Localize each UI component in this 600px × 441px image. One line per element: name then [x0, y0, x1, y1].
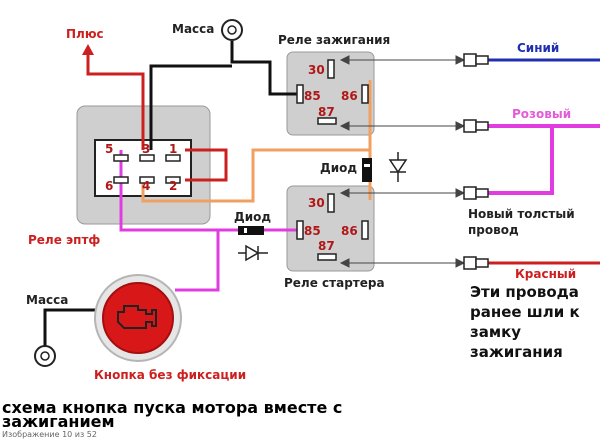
- start-button[interactable]: [102, 282, 174, 354]
- pin-label: 3: [142, 142, 150, 156]
- label-wire-blue: Синий: [517, 41, 559, 55]
- note-line-3: замку: [470, 323, 521, 341]
- wire-pink-right: [488, 124, 554, 195]
- wire-pink-button: [175, 230, 220, 292]
- image-caption-subtitle: Изображение 10 из 52: [2, 430, 97, 439]
- wire-black-pin3: [149, 64, 232, 150]
- note-line-1: Эти провода: [470, 283, 579, 301]
- image-caption-title[interactable]: схема кнопка пуска мотора вместе с зажиг…: [2, 398, 343, 431]
- engine-icon: [117, 305, 157, 329]
- arrow-group: [339, 55, 466, 268]
- label-relay-starter: Реле стартера: [284, 276, 385, 290]
- pin-label: 5: [105, 142, 113, 156]
- label-relay-eptf: Реле эптф: [28, 233, 100, 247]
- label-massa-left: Масса: [26, 293, 68, 307]
- label-diode-lower: Диод: [234, 210, 271, 224]
- wire-red-pin1: [185, 148, 228, 160]
- pin-label: 85: [304, 224, 321, 238]
- pin-label: 6: [105, 179, 113, 193]
- label-plus: Плюс: [66, 27, 104, 41]
- pin-label: 85: [304, 89, 321, 103]
- wire-orange: [141, 108, 372, 203]
- wire-red-pin2: [185, 160, 228, 182]
- label-wire-new-2: провод: [468, 223, 519, 237]
- plus-arrow-icon: [82, 44, 94, 55]
- note-line-4: зажигания: [470, 343, 563, 361]
- label-wire-red: Красный: [515, 267, 576, 281]
- label-relay-ignition: Реле зажигания: [278, 33, 390, 47]
- relay-ignition-pins: [296, 59, 369, 125]
- pin-label: 30: [308, 63, 325, 77]
- pin-label: 86: [341, 224, 358, 238]
- diode-lower-icon: [238, 226, 264, 235]
- label-wire-pink: Розовый: [512, 107, 571, 121]
- pin-label: 30: [308, 196, 325, 210]
- pin-label: 86: [341, 89, 358, 103]
- diode-symbol-upper-icon: [388, 152, 408, 182]
- label-diode-upper: Диод: [320, 161, 357, 175]
- label-massa-top: Масса: [172, 22, 214, 36]
- connector-plug-icon: [463, 53, 489, 270]
- wire-plus-red: [86, 53, 145, 150]
- pin-label: 2: [169, 179, 177, 193]
- label-button: Кнопка без фиксации: [94, 368, 246, 382]
- wire-massa-left: [43, 308, 100, 346]
- relay-eptf-pins: [113, 154, 181, 184]
- pin-label: 87: [318, 105, 335, 119]
- diode-symbol-lower-icon: [238, 244, 268, 262]
- wire-massa-black: [230, 41, 297, 96]
- pin-label: 87: [318, 239, 335, 253]
- diode-upper-icon: [362, 158, 372, 182]
- relay-starter-pins: [296, 193, 369, 261]
- label-wire-new-1: Новый толстый: [468, 207, 575, 221]
- pin-label: 4: [142, 179, 150, 193]
- pin-label: 1: [169, 142, 177, 156]
- note-line-2: ранее шли к: [470, 303, 580, 321]
